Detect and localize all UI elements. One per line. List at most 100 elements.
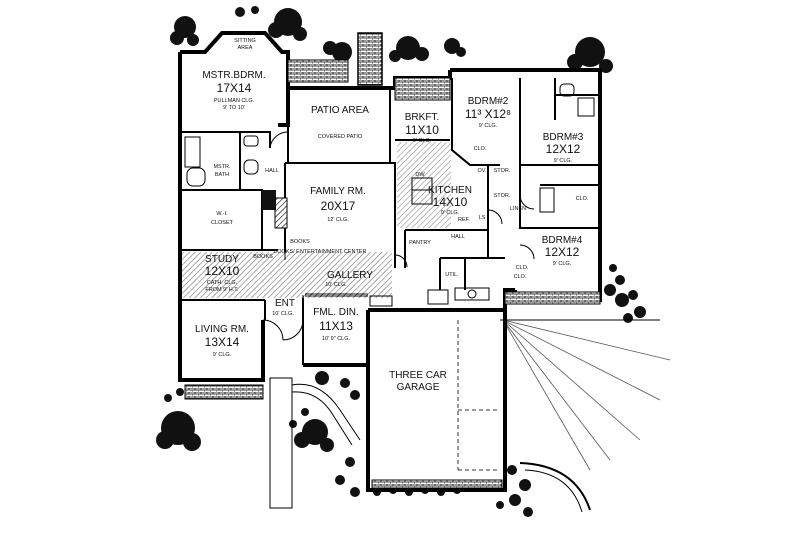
room-subtitle: COVERED PATIO bbox=[318, 134, 363, 140]
room-name: ENT bbox=[275, 298, 295, 309]
pantry-label: PANTRY bbox=[409, 240, 431, 246]
fireplace bbox=[274, 197, 288, 229]
kitchen-floor bbox=[397, 142, 451, 228]
ceiling-note: FROM 9' H.T. bbox=[205, 287, 239, 293]
ceiling-note: 9' CLG. bbox=[213, 352, 232, 358]
room-name: LIVING RM. bbox=[195, 324, 249, 335]
shrub-icon bbox=[315, 371, 360, 497]
sink-icon bbox=[243, 159, 259, 175]
room-name: STUDY bbox=[205, 254, 239, 265]
room-name: MSTR.BDRM. bbox=[202, 70, 265, 81]
chimney bbox=[357, 32, 383, 86]
closet-label: CLO. bbox=[474, 146, 487, 152]
door-swings bbox=[262, 131, 535, 341]
ceiling-note: PULLMAN CLG. bbox=[214, 98, 255, 104]
water-heater-icon bbox=[467, 289, 477, 299]
room-dimensions: 11X13 bbox=[319, 319, 353, 333]
room-name: BDRM#3 bbox=[543, 132, 584, 143]
range-icon bbox=[411, 189, 433, 205]
toilet-icon bbox=[559, 83, 575, 97]
shower-icon bbox=[184, 136, 201, 168]
shrub-icon bbox=[496, 465, 533, 517]
room-name: BATH bbox=[215, 172, 229, 178]
room-name: GALLERY bbox=[327, 270, 373, 281]
room-labels: SITTING AREA MSTR.BDRM. 17X14 PULLMAN CL… bbox=[195, 38, 589, 393]
room-dimensions: 11³ X12⁸ bbox=[465, 107, 511, 121]
storage-label: STOR. bbox=[494, 168, 511, 174]
planter-beds bbox=[184, 59, 601, 489]
hall-label: HALL bbox=[451, 234, 465, 240]
room-dimensions: 12X12 bbox=[546, 142, 581, 156]
appliance-label: REF. bbox=[458, 217, 470, 223]
tree-icon bbox=[323, 41, 352, 62]
driveway bbox=[500, 319, 671, 513]
ceiling-note: 9' CLG. bbox=[554, 158, 573, 164]
room-dimensions: 20X17 bbox=[321, 199, 356, 213]
tree-icon bbox=[170, 16, 199, 46]
sink-icon bbox=[427, 289, 449, 305]
appliance-label: OV. bbox=[478, 168, 487, 174]
room-name: MSTR. bbox=[213, 164, 231, 170]
room-name: BRKFT. bbox=[405, 112, 439, 123]
ceiling-note: 10' CLG. bbox=[272, 311, 294, 317]
tree-icon bbox=[389, 36, 429, 62]
room-dimensions: 13X14 bbox=[205, 335, 240, 349]
room-name: GARAGE bbox=[397, 382, 440, 393]
sink-icon bbox=[577, 97, 595, 117]
shrub-icon bbox=[235, 6, 259, 17]
ceiling-note: 10' 9" CLG. bbox=[322, 336, 351, 342]
tree-icon bbox=[289, 408, 334, 452]
hall-label: HALL bbox=[265, 168, 279, 174]
ceiling-note: 9' CLG. bbox=[413, 138, 432, 144]
ceiling-note: 9' CLG. bbox=[441, 210, 460, 216]
room-name: UTIL. bbox=[445, 272, 459, 278]
fireplace-hearth bbox=[262, 190, 276, 210]
room-name: CLOSET bbox=[211, 220, 234, 226]
closet-label: CLO. bbox=[576, 196, 589, 202]
room-dimensions: 11X10 bbox=[405, 123, 439, 137]
ceiling-note: 10' CLG. bbox=[325, 282, 347, 288]
room-dimensions: 14X10 bbox=[433, 195, 468, 209]
tub-icon bbox=[539, 187, 555, 213]
room-dimensions: 12X10 bbox=[205, 264, 240, 278]
tree-icon bbox=[567, 37, 613, 73]
tree-icon bbox=[268, 8, 307, 41]
storage-label: STOR. bbox=[494, 193, 511, 199]
gallery-floor bbox=[182, 252, 392, 298]
closet-label: CLO. bbox=[516, 265, 529, 271]
washer-dryer-icon bbox=[454, 287, 490, 301]
ceiling-note: 12' CLG. bbox=[327, 217, 349, 223]
room-name: SITTING bbox=[234, 38, 256, 44]
room-name: BDRM#4 bbox=[542, 235, 583, 246]
garage-doors bbox=[457, 320, 500, 471]
books-label: BOOKS bbox=[253, 254, 273, 260]
entertainment-center-label: BOOKS/ ENTERTAINMENT CENTER bbox=[274, 249, 367, 255]
ceiling-note: 9' CLG. bbox=[479, 123, 498, 129]
room-name: AREA bbox=[238, 45, 253, 51]
tree-icon bbox=[156, 388, 201, 451]
front-walkway bbox=[269, 377, 361, 509]
closet-label: CLO. bbox=[514, 274, 527, 280]
room-dimensions: 17X14 bbox=[217, 81, 252, 95]
shrub-icon bbox=[604, 264, 646, 323]
appliance-label: DW bbox=[415, 172, 425, 178]
room-name: FML. DIN. bbox=[313, 307, 359, 318]
room-name: PATIO AREA bbox=[311, 105, 369, 116]
room-name: KITCHEN bbox=[428, 185, 472, 196]
room-name: W.-I. bbox=[216, 211, 228, 217]
ceiling-note: CATH. CLG. bbox=[207, 280, 238, 286]
appliance-label: LS bbox=[479, 215, 486, 221]
landscaping bbox=[156, 6, 646, 517]
room-name: THREE CAR bbox=[389, 370, 447, 381]
room-name: FAMILY RM. bbox=[310, 186, 366, 197]
bathtub-icon bbox=[186, 167, 206, 187]
room-name: BDRM#2 bbox=[468, 96, 509, 107]
interior-walls bbox=[180, 78, 600, 365]
ceiling-note: 9' CLG. bbox=[553, 261, 572, 267]
ceiling-note: 9' TO 10' bbox=[223, 105, 245, 111]
books-label: BOOKS bbox=[290, 239, 310, 245]
tree-icon bbox=[444, 38, 466, 57]
toilet-icon bbox=[243, 135, 259, 147]
linen-label: LINEN bbox=[510, 206, 526, 212]
